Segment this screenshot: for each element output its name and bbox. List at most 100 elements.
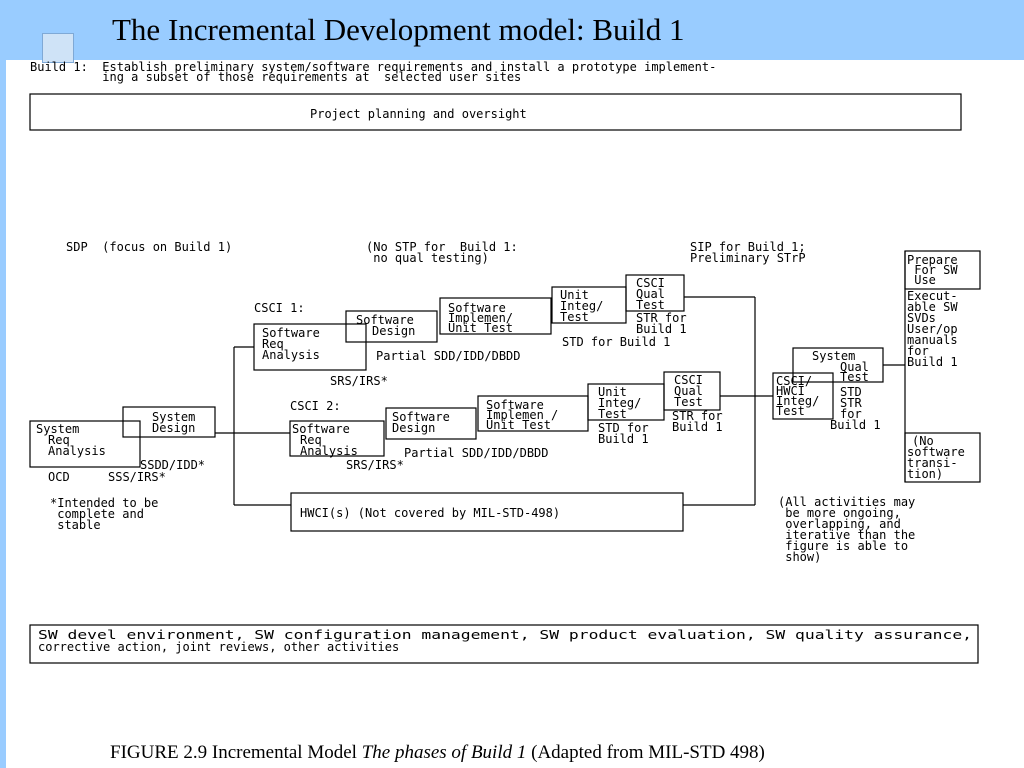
sw-req2-line-1: Software bbox=[292, 422, 350, 436]
exec-line-6: for bbox=[907, 344, 929, 358]
exec-line-1: Execut- bbox=[907, 289, 958, 303]
csci-qual-box-1 bbox=[625, 274, 685, 312]
unit-integ1-line-3: Test bbox=[560, 310, 589, 324]
sys-design-line-1: System bbox=[152, 410, 195, 424]
prepare-line-1: Prepare bbox=[907, 253, 958, 267]
sw-impl1-line-1: Software bbox=[448, 301, 506, 315]
exec-line-2: able SW bbox=[907, 300, 958, 314]
csci-qual1-line-1: CSCI bbox=[636, 276, 665, 290]
project-planning-label: Project planning and oversight bbox=[310, 107, 527, 121]
sw-impl1-line-3: Unit Test bbox=[448, 321, 513, 335]
sip-note-line-1: SIP for Build 1; bbox=[690, 240, 806, 254]
csci-qual2-line-2: Qual bbox=[674, 384, 703, 398]
hwci-label: HWCI(s) (Not covered by MIL-STD-498) bbox=[300, 506, 560, 520]
ssdd-idd: SSDD/IDD* bbox=[140, 458, 205, 472]
bottom-box-line-1: SW devel environment, SW configuration m… bbox=[38, 628, 972, 642]
srs-irs-2: SRS/IRS* bbox=[346, 458, 404, 472]
srs-irs-1: SRS/IRS* bbox=[330, 374, 388, 388]
unit-integ1-line-1: Unit bbox=[560, 288, 589, 302]
unit-integ2-line-1: Unit bbox=[598, 385, 627, 399]
csci-qual2-line-1: CSCI bbox=[674, 373, 703, 387]
unit-integ2-line-2: Integ/ bbox=[598, 396, 641, 410]
std-build1-2-line-1: STD for bbox=[598, 421, 649, 435]
no-sw-line-4: tion) bbox=[907, 467, 943, 481]
sys-qual-line-2: Qual bbox=[840, 360, 869, 374]
left-accent-strip bbox=[0, 60, 6, 768]
intended-note-line-1: *Intended to be bbox=[50, 496, 158, 510]
sw-design2-line-1: Software bbox=[392, 410, 450, 424]
hwci-integ-line-4: Test bbox=[776, 404, 805, 418]
unit-integ1-line-2: Integ/ bbox=[560, 299, 603, 313]
stp-note-line-1: (No STP for Build 1: bbox=[366, 240, 518, 254]
exec-line-4: User/op bbox=[907, 322, 958, 336]
caption-italic: The phases of Build 1 bbox=[361, 742, 527, 763]
hwci-box bbox=[290, 492, 684, 532]
all-activities-line-4: iterative than the bbox=[778, 528, 915, 542]
incremental-model-diagram: Build 1: Establish preliminary system/so… bbox=[29, 60, 981, 664]
sw-req1-line-1: Software bbox=[262, 326, 320, 340]
hwci-integ-line-3: Integ/ bbox=[776, 394, 819, 408]
prepare-line-3: Use bbox=[907, 273, 936, 287]
all-activities-line-2: be more ongoing, bbox=[778, 506, 901, 520]
sw-design1-line-1: Software bbox=[356, 313, 414, 327]
csci-qual-box-2 bbox=[663, 371, 721, 411]
ocd-label: OCD bbox=[48, 470, 70, 484]
sw-impl2-line-1: Software bbox=[486, 398, 544, 412]
sw-impl-box-1 bbox=[439, 297, 552, 335]
intended-note-line-2: complete and bbox=[50, 507, 144, 521]
system-req-analysis-box bbox=[29, 420, 141, 468]
system-design-box bbox=[122, 406, 216, 438]
str-build1-2-line-2: Build 1 bbox=[672, 420, 723, 434]
no-sw-line-3: transi- bbox=[907, 456, 958, 470]
sw-impl1-line-2: Implemen/ bbox=[448, 311, 513, 325]
sw-design-box-2 bbox=[385, 407, 477, 440]
bottom-box-line-2: corrective action, joint reviews, other … bbox=[38, 640, 399, 654]
project-planning-box bbox=[29, 93, 962, 131]
sw-req2-line-2: Req bbox=[300, 433, 322, 447]
sys-req-line-2: Req bbox=[48, 433, 70, 447]
sw-design1-line-2: Design bbox=[372, 324, 415, 338]
bottom-activities-box bbox=[29, 624, 979, 664]
sw-req1-line-2: Req bbox=[262, 337, 284, 351]
slide-bullet-icon bbox=[42, 33, 74, 63]
figure-caption: FIGURE 2.9 Incremental Model The phases … bbox=[110, 742, 765, 764]
sys-req-line-3: Analysis bbox=[48, 444, 106, 458]
title-bar bbox=[0, 0, 1024, 60]
all-activities-line-5: figure is able to bbox=[778, 539, 908, 553]
sys-req-line-1: System bbox=[36, 422, 79, 436]
csci2-label: CSCI 2: bbox=[290, 399, 341, 413]
csci-qual2-line-3: Test bbox=[674, 395, 703, 409]
std-str-line-4: Build 1 bbox=[830, 418, 881, 432]
no-sw-line-2: software bbox=[907, 445, 965, 459]
prepare-line-2: For SW bbox=[907, 263, 958, 277]
str-build1-1-line-2: Build 1 bbox=[636, 322, 687, 336]
hwci-integ-line-2: HWCI bbox=[776, 384, 805, 398]
sw-req1-line-3: Analysis bbox=[262, 348, 320, 362]
csci-qual1-line-3: Test bbox=[636, 298, 665, 312]
no-sw-line-1: (No bbox=[912, 434, 934, 448]
std-str-line-1: STD bbox=[840, 385, 862, 399]
sw-req2-line-3: Analysis bbox=[300, 444, 358, 458]
exec-line-3: SVDs bbox=[907, 311, 936, 325]
std-str-line-3: for bbox=[840, 407, 862, 421]
sys-design-line-2: Design bbox=[152, 421, 195, 435]
all-activities-line-3: overlapping, and bbox=[778, 517, 901, 531]
sss-irs-label: SSS/IRS* bbox=[108, 470, 166, 484]
exec-line-5: manuals bbox=[907, 333, 958, 347]
caption-suffix: (Adapted from MIL-STD 498) bbox=[526, 742, 765, 763]
hwci-integ-line-1: CSCI/ bbox=[776, 374, 812, 388]
all-activities-line-6: show) bbox=[778, 550, 821, 564]
slide-title: The Incremental Development model: Build… bbox=[112, 12, 685, 47]
intended-note-line-3: stable bbox=[50, 518, 101, 532]
sys-qual-line-1: System bbox=[812, 349, 855, 363]
sip-note-line-2: Preliminary STrP bbox=[690, 251, 806, 265]
std-build1-1: STD for Build 1 bbox=[562, 335, 670, 349]
caption-prefix: FIGURE 2.9 Incremental Model bbox=[110, 742, 362, 763]
sw-req-analysis-box-2 bbox=[289, 420, 385, 457]
stp-note-line-2: no qual testing) bbox=[366, 251, 489, 265]
build-desc-line-1: Build 1: Establish preliminary system/so… bbox=[30, 60, 716, 74]
sw-design-box-1 bbox=[345, 310, 438, 343]
sw-impl2-line-2: Implemen / bbox=[486, 408, 558, 422]
sys-qual-line-3: Test bbox=[840, 370, 869, 384]
sw-design2-line-2: Design bbox=[392, 421, 435, 435]
